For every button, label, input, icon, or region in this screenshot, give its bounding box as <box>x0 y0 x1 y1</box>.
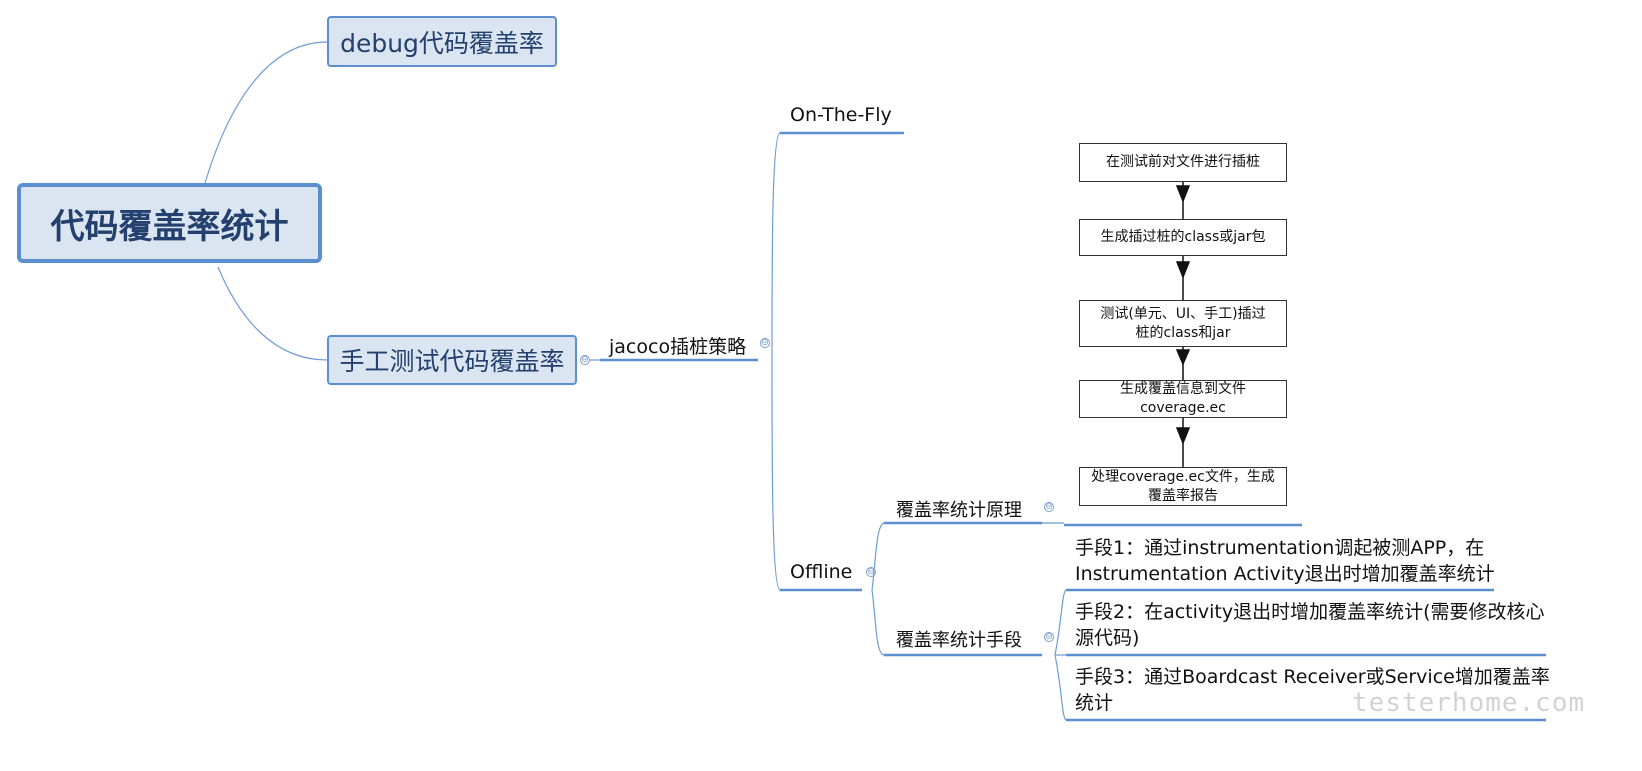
method-1-line-1: 手段1：通过instrumentation调起被测APP，在 <box>1075 537 1485 559</box>
flow-step-5: 处理coverage.ec文件，生成 覆盖率报告 <box>1079 467 1287 506</box>
method-1-line-2: Instrumentation Activity退出时增加覆盖率统计 <box>1075 563 1495 585</box>
method-2-line-1: 手段2：在activity退出时增加覆盖率统计(需要修改核心 <box>1075 601 1545 623</box>
jacoco-strategy-label[interactable]: jacoco插桩策略 <box>609 336 747 358</box>
collapse-toggle-icon[interactable]: ⊖ <box>760 337 770 348</box>
manual-test-coverage-label: 手工测试代码覆盖率 <box>339 347 565 376</box>
method-3-line-1: 手段3：通过Boardcast Receiver或Service增加覆盖率 <box>1075 666 1550 688</box>
method-3-line-2: 统计 <box>1075 692 1114 714</box>
flow-step-2-line-1: 生成插过桩的class或jar包 <box>1100 229 1266 245</box>
flow-step-3-line-2: 桩的class和jar <box>1135 324 1231 341</box>
flow-step-2: 生成插过桩的class或jar包 <box>1079 219 1287 256</box>
debug-coverage-node[interactable]: debug代码覆盖率 <box>327 16 557 67</box>
on-the-fly-label[interactable]: On-The-Fly <box>790 104 892 126</box>
flow-step-4-line-2: coverage.ec <box>1140 400 1226 416</box>
flow-step-1-line-1: 在测试前对文件进行插桩 <box>1106 154 1260 170</box>
method-2-topic[interactable]: 手段2：在activity退出时增加覆盖率统计(需要修改核心 源代码) <box>1075 599 1545 651</box>
flow-step-3-line-1: 测试(单元、UI、手工)插过 <box>1100 305 1266 322</box>
method-3-topic[interactable]: 手段3：通过Boardcast Receiver或Service增加覆盖率 统计 <box>1075 664 1550 716</box>
debug-coverage-label: debug代码覆盖率 <box>340 28 544 58</box>
collapse-toggle-icon[interactable]: ⊖ <box>1044 501 1054 512</box>
coverage-principle-label[interactable]: 覆盖率统计原理 <box>896 500 1022 521</box>
flow-step-4-line-1: 生成覆盖信息到文件 <box>1120 381 1246 397</box>
flow-step-4: 生成覆盖信息到文件 coverage.ec <box>1079 380 1287 418</box>
offline-label[interactable]: Offline <box>790 561 853 583</box>
method-2-line-2: 源代码) <box>1075 627 1140 649</box>
flow-step-3: 测试(单元、UI、手工)插过 桩的class和jar <box>1079 300 1287 347</box>
flow-step-1: 在测试前对文件进行插桩 <box>1079 143 1287 182</box>
collapse-toggle-icon[interactable]: ⊖ <box>1044 631 1054 642</box>
coverage-methods-label[interactable]: 覆盖率统计手段 <box>896 630 1022 651</box>
flow-step-5-line-2: 覆盖率报告 <box>1147 487 1218 504</box>
collapse-toggle-icon[interactable]: ⊖ <box>580 354 590 365</box>
method-1-topic[interactable]: 手段1：通过instrumentation调起被测APP，在 Instrumen… <box>1075 535 1495 587</box>
flow-step-5-line-1: 处理coverage.ec文件，生成 <box>1091 468 1275 485</box>
root-node-label: 代码覆盖率统计 <box>50 206 289 247</box>
manual-test-coverage-node[interactable]: 手工测试代码覆盖率 <box>327 335 577 385</box>
collapse-toggle-icon[interactable]: ⊖ <box>866 566 876 577</box>
root-node[interactable]: 代码覆盖率统计 <box>17 183 322 263</box>
watermark: testerhome.com <box>1352 688 1586 718</box>
